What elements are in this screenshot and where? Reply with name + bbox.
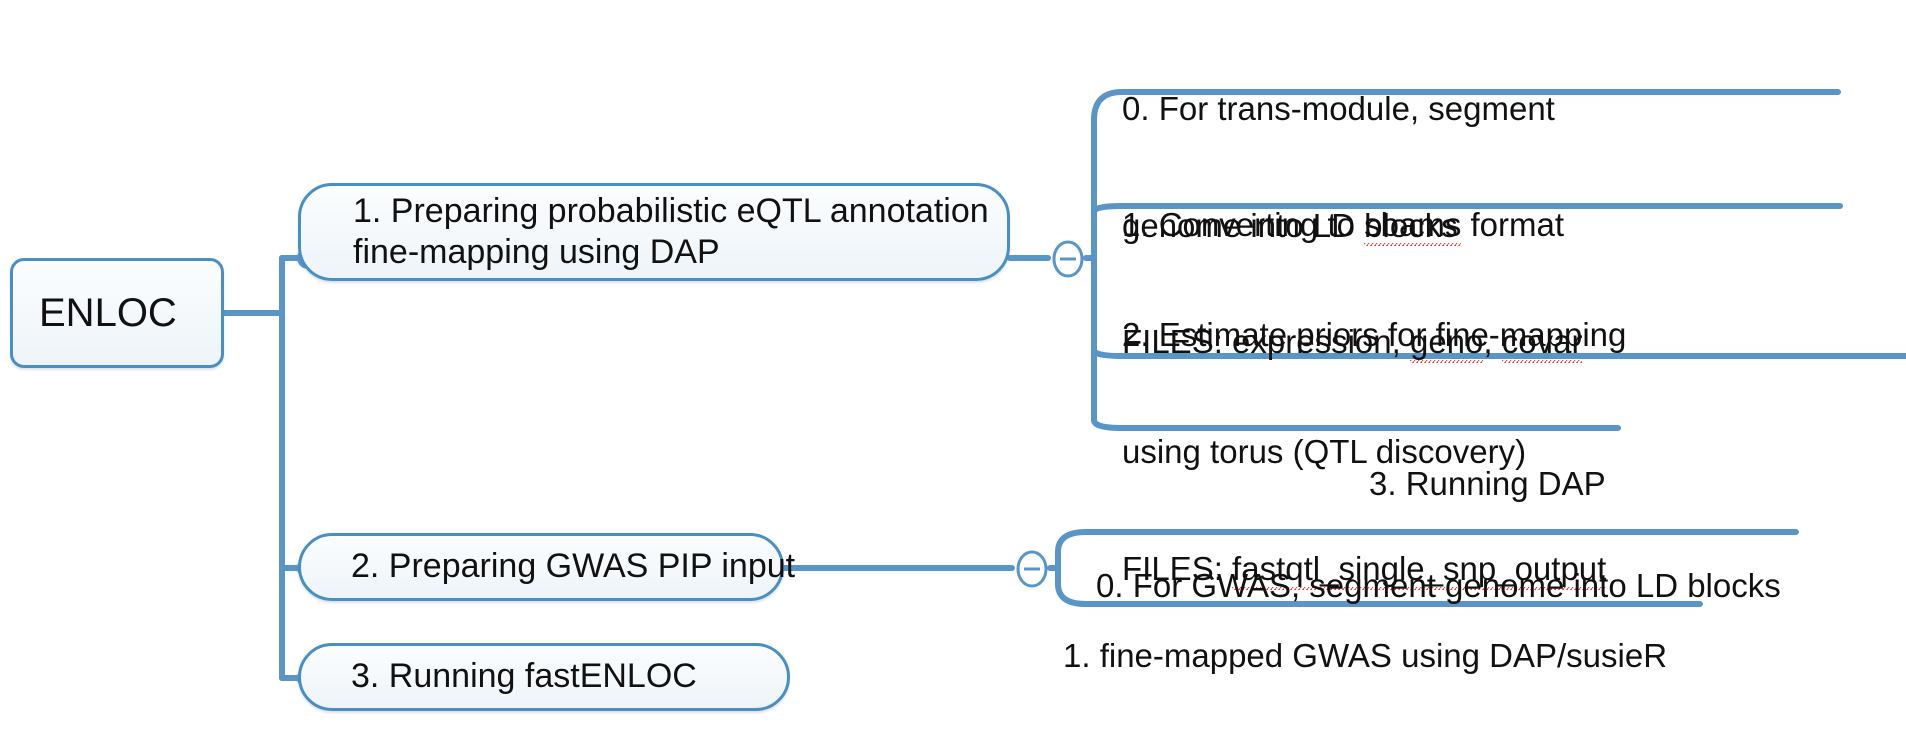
misspelled-sbams: sbams: [1364, 205, 1462, 246]
leaf-node-2-1-line-1: 1. fine-mapped GWAS using DAP/susieR: [1063, 636, 1668, 674]
leaf-node-1-1[interactable]: 1. Converting to sbams format FILES: exp…: [1122, 128, 1583, 440]
collapse-toggle-branch-1[interactable]: [1048, 238, 1088, 280]
wire-b2-child0-underline: [1055, 529, 1799, 555]
leaf-node-1-2-line-3: FILES: fastqtl_single_snp_output: [1122, 549, 1626, 590]
branch-node-3[interactable]: 3. Running fastENLOC: [298, 643, 790, 711]
branch-node-1[interactable]: 1. Preparing probabilistic eQTL annotati…: [298, 183, 1010, 281]
leaf-node-1-1-line-1: 1. Converting to sbams format: [1122, 205, 1582, 246]
leaf-node-2-0[interactable]: 0. For GWAS, segment genome into LD bloc…: [1096, 489, 1781, 684]
wire-b1-child0-underline: [1091, 89, 1841, 123]
mindmap-canvas: ENLOC 1. Preparing probabilistic eQTL an…: [10, 89, 1906, 711]
branch-node-3-label: 3. Running fastENLOC: [351, 657, 697, 696]
leaf-node-1-1-line-2: FILES: expression, geno, covar: [1122, 322, 1583, 363]
wire-b2-child1-underline: [1055, 581, 1703, 607]
leaf-node-1-3[interactable]: 3. Running DAP: [1369, 387, 1606, 582]
leaf-node-2-0-line-1: 0. For GWAS, segment genome into LD bloc…: [1096, 566, 1781, 604]
leaf-node-1-2[interactable]: 2. Estimate priors for fine-mapping usin…: [1122, 238, 1626, 666]
leaf-node-1-2-line-2: using torus (QTL discovery): [1122, 432, 1527, 470]
collapse-toggle-branch-2[interactable]: [1012, 548, 1052, 590]
root-node[interactable]: ENLOC: [10, 258, 224, 368]
leaf-node-1-3-line-1: 3. Running DAP: [1369, 464, 1606, 502]
branch-node-2-label: 2. Preparing GWAS PIP input: [351, 547, 796, 586]
wire-b1-child1-underline: [1091, 203, 1843, 215]
leaf-node-2-1[interactable]: 1. fine-mapped GWAS using DAP/susieR: [1063, 559, 1667, 754]
leaf-node-1-0-line-1: 0. For trans-module, segment: [1122, 89, 1555, 127]
root-node-label: ENLOC: [39, 290, 177, 335]
misspelled-fastqtl-single-snp-output: fastqtl_single_snp_output: [1232, 549, 1607, 590]
wire-b1-child3-underline: [1091, 417, 1621, 431]
branch-node-2[interactable]: 2. Preparing GWAS PIP input: [298, 533, 795, 601]
branch-node-1-label: 1. Preparing probabilistic eQTL annotati…: [353, 191, 989, 271]
leaf-node-1-2-line-1: 2. Estimate priors for fine-mapping: [1122, 315, 1627, 353]
misspelled-geno: geno: [1409, 322, 1484, 363]
wire-b1-child2-underline: [1091, 347, 1906, 359]
misspelled-covar: covar: [1501, 322, 1583, 363]
